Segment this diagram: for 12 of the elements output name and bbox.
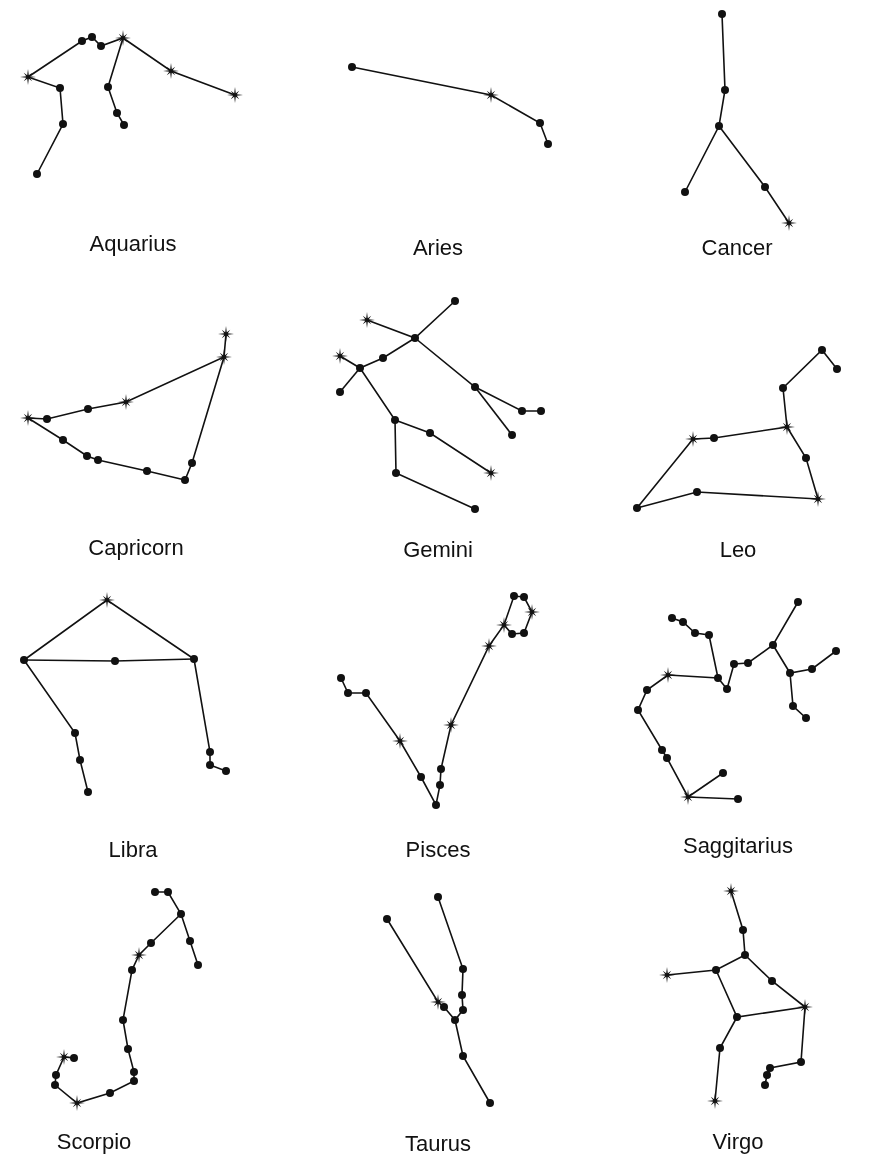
constellation-name: Pisces bbox=[405, 839, 471, 861]
constellation-name: Taurus bbox=[405, 1133, 471, 1155]
constellation-name: Scorpio bbox=[56, 1131, 132, 1153]
constellation-name: Saggitarius bbox=[682, 835, 794, 857]
constellation-name: Gemini bbox=[403, 539, 473, 561]
constellation-name: Libra bbox=[108, 839, 158, 861]
constellation-name: Aquarius bbox=[89, 233, 177, 255]
constellation-name: Leo bbox=[719, 539, 757, 561]
constellation-name: Cancer bbox=[701, 237, 773, 259]
constellation-name: Capricorn bbox=[88, 537, 184, 559]
constellation-name: Virgo bbox=[712, 1131, 764, 1153]
constellation-name: Aries bbox=[412, 237, 464, 259]
